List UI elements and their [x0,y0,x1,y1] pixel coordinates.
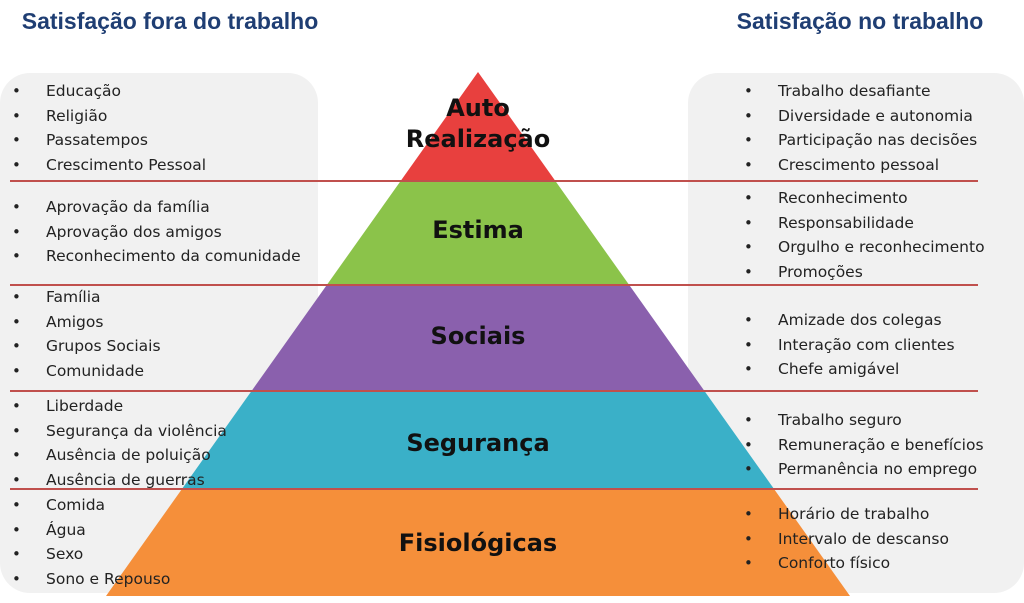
list-item: Horário de trabalho [742,502,949,527]
level-label-self-realization: Auto Realização [405,94,551,153]
left-column-title: Satisfação fora do trabalho [21,8,319,34]
list-item: Remuneração e benefícios [742,433,984,458]
list-item: Permanência no emprego [742,457,984,482]
list-item: Segurança da violência [10,419,227,444]
pyramid-level-self-realization [401,72,555,180]
list-item: Liberdade [10,394,227,419]
left-list-social: FamíliaAmigosGrupos SociaisComunidade [10,285,161,383]
list-item: Diversidade e autonomia [742,104,977,129]
right-column-title: Satisfação no trabalho [736,8,984,34]
list-item: Educação [10,79,206,104]
list-item: Amizade dos colegas [742,308,955,333]
list-item: Participação nas decisões [742,128,977,153]
list-item: Sexo [10,542,170,567]
pyramid-level-security [182,392,774,488]
level-label-security: Segurança [406,429,550,457]
list-item: Conforto físico [742,551,949,576]
list-item: Comunidade [10,359,161,384]
level-label-social: Sociais [430,322,526,350]
list-item: Reconhecimento [742,186,985,211]
left-list-esteem: Aprovação da famíliaAprovação dos amigos… [10,195,301,269]
list-item: Grupos Sociais [10,334,161,359]
divider-line [10,390,978,392]
divider-line [10,284,978,286]
list-item: Crescimento Pessoal [10,153,206,178]
list-item: Aprovação da família [10,195,301,220]
right-list-social: Amizade dos colegasInteração com cliente… [742,308,955,382]
list-item: Passatempos [10,128,206,153]
list-item: Intervalo de descanso [742,527,949,552]
list-item: Responsabilidade [742,211,985,236]
left-list-security: LiberdadeSegurança da violênciaAusência … [10,394,227,492]
right-list-physiological: Horário de trabalhoIntervalo de descanso… [742,502,949,576]
list-item: Trabalho desafiante [742,79,977,104]
list-item: Ausência de poluição [10,443,227,468]
list-item: Reconhecimento da comunidade [10,244,301,269]
list-item: Religião [10,104,206,129]
list-item: Aprovação dos amigos [10,220,301,245]
level-label-physiological: Fisiológicas [398,529,558,557]
left-list-self-realization: EducaçãoReligiãoPassatemposCrescimento P… [10,79,206,177]
list-item: Sono e Repouso [10,567,170,592]
list-item: Promoções [742,260,985,285]
left-list-physiological: ComidaÁguaSexoSono e Repouso [10,493,170,591]
right-list-esteem: ReconhecimentoResponsabilidadeOrgulho e … [742,186,985,284]
list-item: Crescimento pessoal [742,153,977,178]
list-item: Trabalho seguro [742,408,984,433]
list-item: Família [10,285,161,310]
list-item: Amigos [10,310,161,335]
pyramid-level-social [250,284,706,392]
list-item: Comida [10,493,170,518]
list-item: Orgulho e reconhecimento [742,235,985,260]
divider-line [10,488,978,490]
pyramid-level-physiological [106,488,850,596]
level-label-esteem: Estima [432,216,524,244]
list-item: Água [10,518,170,543]
divider-line [10,180,978,182]
pyramid-level-esteem [327,180,629,284]
right-list-security: Trabalho seguroRemuneração e benefíciosP… [742,408,984,482]
list-item: Interação com clientes [742,333,955,358]
right-list-self-realization: Trabalho desafianteDiversidade e autonom… [742,79,977,177]
list-item: Chefe amigável [742,357,955,382]
list-item: Ausência de guerras [10,468,227,493]
